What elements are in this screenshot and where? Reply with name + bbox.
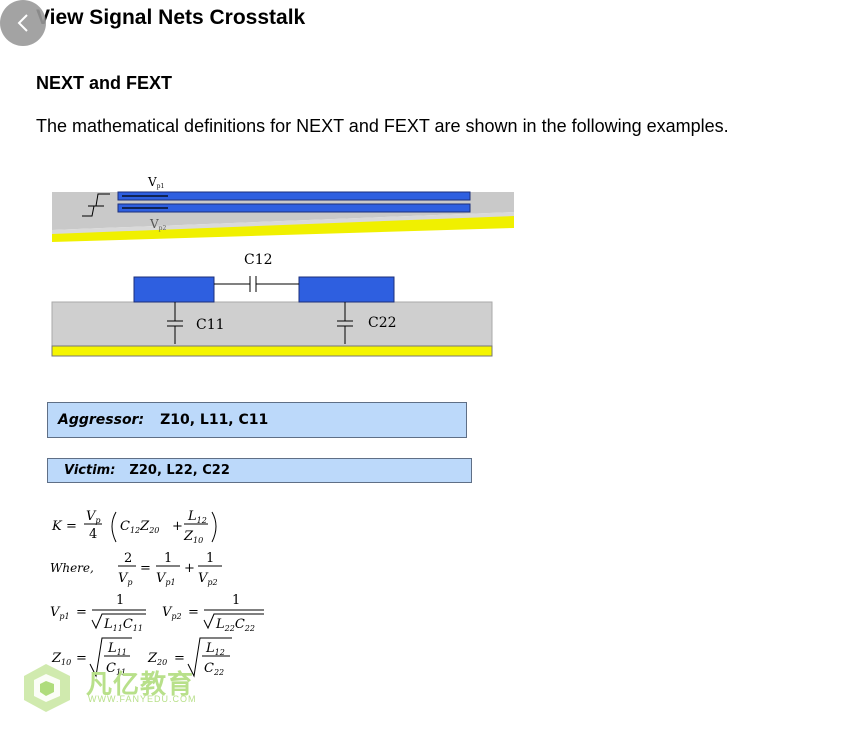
k-symbol: K xyxy=(51,519,63,534)
watermark-url: WWW.FANYEDU.COM xyxy=(88,694,197,704)
svg-text:Vp: Vp xyxy=(86,509,101,525)
victim-box: Victim: Z20, L22, C22 xyxy=(47,458,472,483)
svg-text:L12: L12 xyxy=(187,509,207,525)
coupled-lines-illustration: Vp1 Vp2 xyxy=(52,175,514,242)
svg-text:Z10: Z10 xyxy=(183,529,203,545)
c22-label: C22 xyxy=(368,315,397,331)
svg-text:Vp1: Vp1 xyxy=(156,571,176,587)
svg-text:1: 1 xyxy=(206,551,214,566)
svg-text:Vp: Vp xyxy=(118,571,133,587)
aggressor-label: Aggressor: xyxy=(58,412,145,428)
svg-text:C11: C11 xyxy=(106,661,126,677)
victim-label: Victim: xyxy=(64,463,116,478)
svg-text:1: 1 xyxy=(164,551,172,566)
c11-label: C11 xyxy=(196,317,225,333)
section-heading: NEXT and FEXT xyxy=(36,73,173,93)
where-label: Where, xyxy=(50,561,94,575)
victim-params: Z20, L22, C22 xyxy=(129,463,230,478)
svg-text:=: = xyxy=(140,561,151,576)
aggressor-params: Z10, L11, C11 xyxy=(160,412,269,428)
svg-text:L11: L11 xyxy=(107,641,127,657)
svg-text:+: + xyxy=(172,519,183,534)
brand-logo-icon xyxy=(24,664,70,712)
svg-text:=: = xyxy=(66,519,77,534)
svg-text:C12Z20: C12Z20 xyxy=(120,519,159,535)
page-title: View Signal Nets Crosstalk xyxy=(36,6,306,29)
c12-label: C12 xyxy=(244,252,273,268)
crosstalk-formulas: K = Vp 4 C12Z20 + L12 Z10 Where, 2 Vp = … xyxy=(50,509,264,678)
vp1-label: Vp1 xyxy=(147,175,164,190)
watermark-brand: 凡亿教育 xyxy=(86,669,195,699)
carousel-prev-button[interactable] xyxy=(0,0,46,46)
aggressor-box: Aggressor: Z10, L11, C11 xyxy=(47,402,467,438)
svg-text:=: = xyxy=(76,605,87,620)
intro-paragraph: The mathematical definitions for NEXT an… xyxy=(36,116,729,136)
cross-section-diagram: C12 C11 C22 xyxy=(51,252,493,357)
svg-text:Vp2: Vp2 xyxy=(162,605,182,621)
svg-text:Vp2: Vp2 xyxy=(198,571,218,587)
chevron-left-icon xyxy=(17,14,28,32)
victim-trace xyxy=(298,276,395,303)
svg-text:L12: L12 xyxy=(205,641,225,657)
svg-text:4: 4 xyxy=(89,527,97,542)
vp2-label: Vp2 xyxy=(149,217,167,232)
svg-text:=: = xyxy=(188,605,199,620)
svg-text:2: 2 xyxy=(124,551,132,566)
svg-text:Z20: Z20 xyxy=(147,651,167,667)
svg-text:1: 1 xyxy=(116,593,124,608)
svg-text:Vp1: Vp1 xyxy=(50,605,70,621)
svg-text:C22: C22 xyxy=(204,661,224,677)
svg-text:Z10: Z10 xyxy=(51,651,71,667)
svg-text:=: = xyxy=(76,651,87,666)
svg-text:L11C11: L11C11 xyxy=(103,617,143,633)
svg-text:1: 1 xyxy=(232,593,240,608)
svg-text:+: + xyxy=(184,561,195,576)
svg-text:=: = xyxy=(174,651,185,666)
svg-text:L22C22: L22C22 xyxy=(215,617,255,633)
aggressor-trace xyxy=(133,276,215,303)
